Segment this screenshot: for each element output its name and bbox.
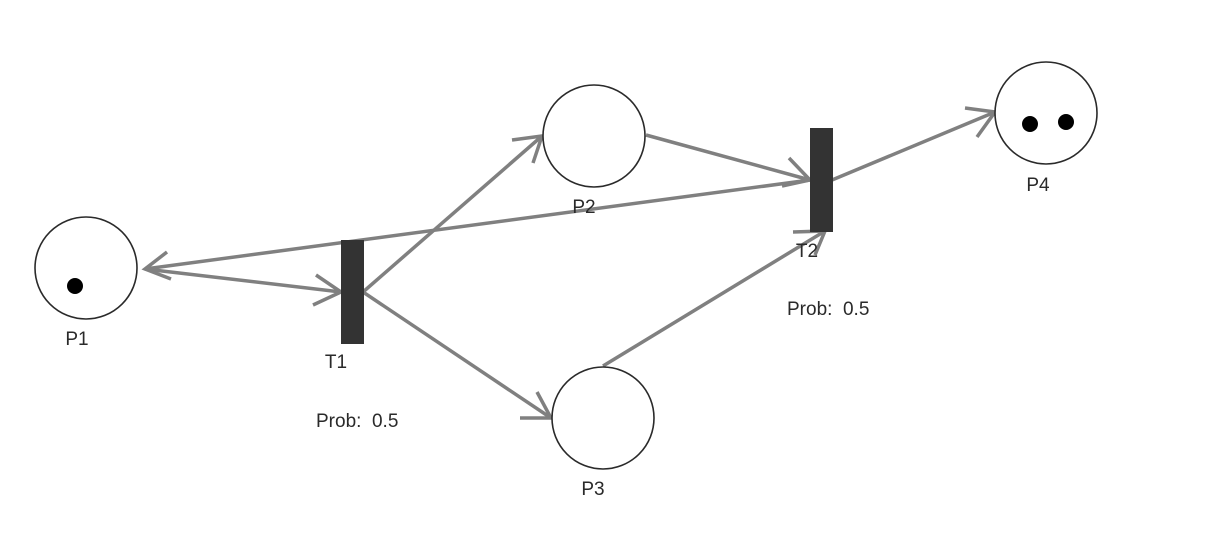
arc-t1-p3[interactable] [362,290,554,420]
arc-t1-p2[interactable] [361,133,545,294]
t1-prob-value: 0.5 [371,411,399,432]
token-icon [67,278,83,294]
place-label-p2: P2 [572,197,596,218]
place-p1[interactable] [34,216,138,320]
arrowhead-icon [520,391,554,420]
transition-label-t1: T1 [324,352,348,373]
t1-probability: Prob: 0.5 [316,411,398,433]
token-icon [1058,114,1074,130]
token-icon [1022,116,1038,132]
arrowhead-icon [511,133,545,164]
arc-t2-p1[interactable] [141,178,811,281]
transition-label-t2: T2 [795,241,819,262]
transition-t2[interactable] [810,128,833,232]
place-label-p4: P4 [1026,175,1050,196]
t1-prob-label: Prob: [316,411,362,432]
place-p3[interactable] [551,366,655,470]
arc-p1-t1[interactable] [144,267,345,307]
t2-prob-label: Prob: [787,299,833,320]
place-p2[interactable] [542,84,646,188]
place-label-p1: P1 [65,329,89,350]
t2-probability: Prob: 0.5 [787,299,869,321]
arc-p2-t2[interactable] [645,133,814,188]
place-p4[interactable] [994,61,1098,165]
place-label-p3: P3 [581,479,605,500]
t2-prob-value: 0.5 [842,299,870,320]
arc-t2-p4[interactable] [831,106,999,182]
transition-t1[interactable] [341,240,364,344]
